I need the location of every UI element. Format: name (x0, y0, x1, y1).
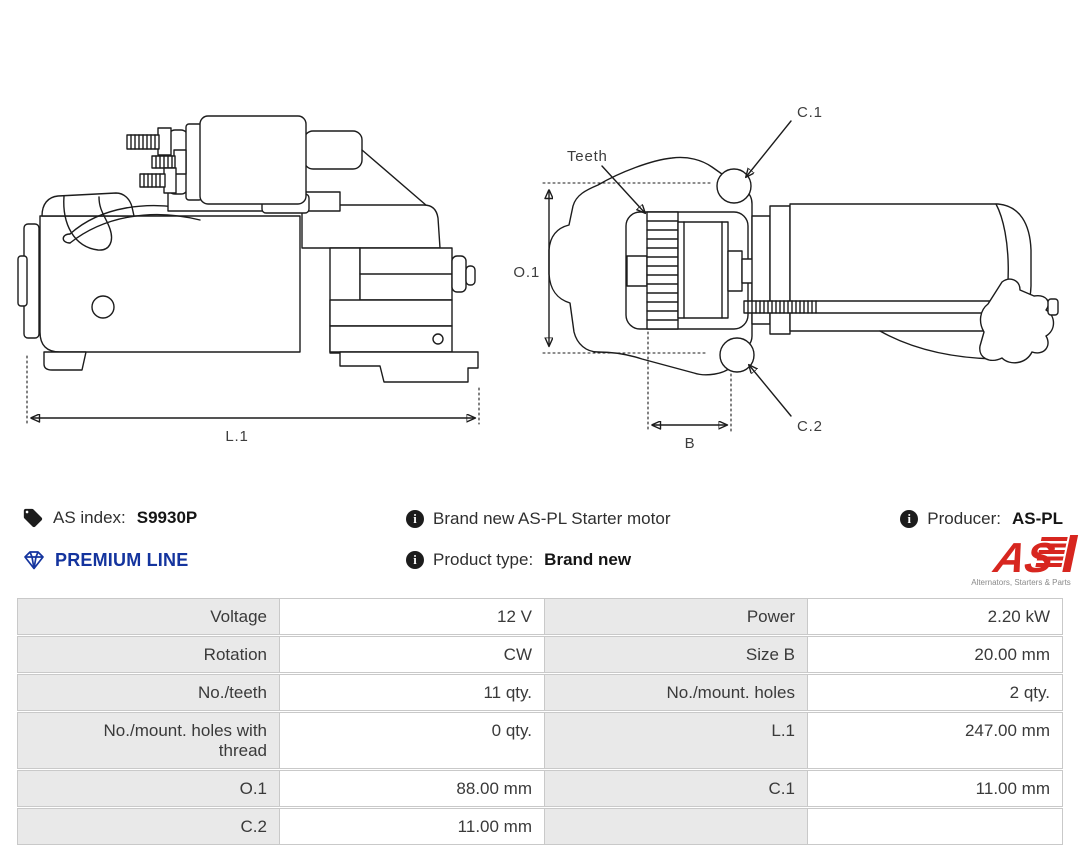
as-pl-logo: AS Alternators, Starters & Parts (971, 534, 1079, 587)
spec-value-cell: 88.00 mm (280, 770, 545, 807)
info-icon: i (900, 510, 919, 528)
dim-label-teeth: Teeth (567, 148, 608, 165)
description-text: Brand new AS-PL Starter motor (433, 509, 671, 528)
spec-value-cell: 20.00 mm (808, 636, 1063, 673)
spec-label-cell: Rotation (17, 636, 280, 673)
product-type-row: i Product type: Brand new (406, 550, 631, 570)
as-index-value: S9930P (136, 508, 198, 527)
description-row: i Brand new AS-PL Starter motor (406, 509, 670, 529)
tag-icon (23, 508, 43, 528)
logo-tagline: Alternators, Starters & Parts (971, 578, 1071, 587)
spec-label-cell: No./mount. holes with thread (17, 712, 280, 769)
side-view-drawing: L.1 (17, 115, 480, 445)
dim-label-b: B (685, 435, 696, 452)
premium-line-label: PREMIUM LINE (55, 549, 189, 570)
as-index-row: AS index: S9930P (22, 507, 197, 529)
spec-value-cell: 0 qty. (280, 712, 545, 769)
diamond-icon (24, 551, 44, 570)
as-index-label: AS index: (53, 508, 126, 527)
table-row: No./mount. holes with thread 0 qty. L.1 … (17, 712, 1063, 769)
dim-label-c1: C.1 (797, 104, 823, 121)
spec-label-cell: No./teeth (17, 674, 280, 711)
dim-label-c2: C.2 (797, 418, 823, 435)
table-row: Rotation CW Size B 20.00 mm (17, 636, 1063, 673)
spec-label-cell: L.1 (545, 712, 808, 769)
spec-label-cell: Size B (545, 636, 808, 673)
dim-label-o1: O.1 (513, 264, 540, 281)
table-row: O.1 88.00 mm C.1 11.00 mm (17, 770, 1063, 807)
table-row: No./teeth 11 qty. No./mount. holes 2 qty… (17, 674, 1063, 711)
technical-drawing: L.1 (17, 104, 1059, 452)
product-type-label: Product type: (433, 550, 534, 569)
spec-value-cell: 11.00 mm (280, 808, 545, 845)
spec-value-cell: 247.00 mm (808, 712, 1063, 769)
table-row: C.2 11.00 mm (17, 808, 1063, 845)
producer-row: i Producer: AS-PL (900, 509, 1063, 529)
front-view-drawing: O.1 Teeth C.1 C.2 B (513, 104, 1059, 452)
info-icon: i (406, 510, 424, 528)
table-row: Voltage 12 V Power 2.20 kW (17, 598, 1063, 635)
premium-line-row: PREMIUM LINE (22, 548, 188, 572)
product-type-value: Brand new (544, 550, 632, 569)
spec-label-cell: Voltage (17, 598, 280, 635)
spec-label-cell: O.1 (17, 770, 280, 807)
spec-value-cell: 11 qty. (280, 674, 545, 711)
spec-label-cell: C.2 (17, 808, 280, 845)
spec-label-cell: No./mount. holes (545, 674, 808, 711)
spec-label-cell: Power (545, 598, 808, 635)
spec-label-cell: C.1 (545, 770, 808, 807)
spec-value-cell: 2.20 kW (808, 598, 1063, 635)
producer-value: AS-PL (1012, 509, 1063, 528)
spec-value-cell: 2 qty. (808, 674, 1063, 711)
producer-label: Producer: (927, 509, 1001, 528)
spec-value-cell: CW (280, 636, 545, 673)
spec-value-cell: 11.00 mm (808, 770, 1063, 807)
spec-table: Voltage 12 V Power 2.20 kW Rotation CW S… (17, 598, 1063, 846)
dim-label-l1: L.1 (225, 428, 248, 445)
spec-value-cell (808, 808, 1063, 845)
spec-value-cell: 12 V (280, 598, 545, 635)
spec-label-cell (545, 808, 808, 845)
info-icon: i (406, 551, 424, 569)
